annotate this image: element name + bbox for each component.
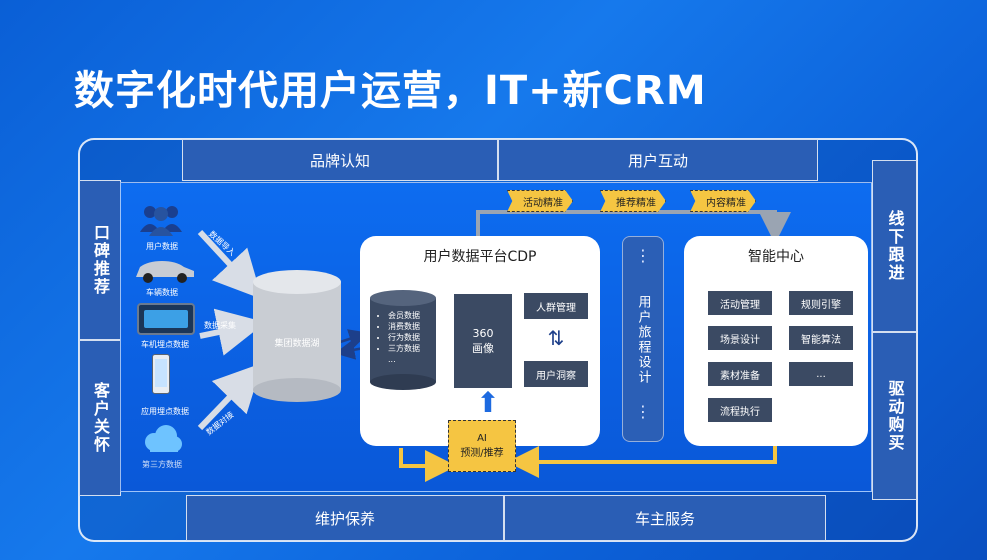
swap-arrows-icon: ⇅	[547, 326, 565, 350]
cdp-database-cylinder	[370, 290, 436, 390]
list-item: 消费数据	[388, 321, 438, 332]
journey-design-label: 用户旅程设计	[635, 295, 651, 385]
list-item: 会员数据	[388, 310, 438, 321]
source-app-data: 应用埋点数据	[141, 407, 189, 416]
ai-label: AI	[477, 433, 487, 444]
more-box: ...	[789, 362, 853, 386]
band-user-interaction: 用户互动	[498, 139, 818, 181]
car-icon	[132, 255, 198, 285]
users-icon	[138, 200, 184, 240]
process-execution-box: 流程执行	[708, 398, 772, 422]
tag-content-precision: 内容精准	[690, 190, 756, 212]
smart-center-title: 智能中心	[748, 249, 804, 265]
car-screen-icon	[137, 303, 195, 335]
activity-management-box: 活动管理	[708, 291, 772, 315]
band-drive-purchase: 驱动购买	[872, 332, 917, 500]
ai-predict-box: AI 预测/推荐	[448, 420, 516, 472]
journey-icon-top: ⋮	[635, 246, 651, 265]
band-owner-service: 车主服务	[504, 495, 826, 541]
source-vehicle-data: 车辆数据	[146, 288, 178, 297]
journey-design-pill	[622, 236, 664, 442]
up-arrow-icon: ⬆	[476, 386, 500, 419]
arrow-label-collect: 数据采集	[204, 321, 236, 330]
cdp-db-list: 会员数据 消费数据 行为数据 三方数据 ...	[368, 310, 438, 365]
portrait-360-box: 360 画像	[454, 294, 512, 388]
page-title: 数字化时代用户运营，IT+新CRM	[74, 68, 707, 114]
crowd-management-box: 人群管理	[524, 293, 588, 319]
band-brand-awareness: 品牌认知	[182, 139, 498, 181]
band-word-of-mouth: 口碑推荐	[79, 180, 121, 340]
user-insight-box: 用户洞察	[524, 361, 588, 387]
list-item: ...	[388, 355, 396, 364]
band-maintenance: 维护保养	[186, 495, 504, 541]
material-prep-box: 素材准备	[708, 362, 772, 386]
smart-algorithm-box: 智能算法	[789, 326, 853, 350]
band-offline-followup: 线下跟进	[872, 160, 917, 332]
tag-activity-precision: 活动精准	[507, 190, 573, 212]
scenario-design-box: 场景设计	[708, 326, 772, 350]
data-lake-label: 集团数据湖	[274, 339, 320, 349]
tag-recommend-precision: 推荐精准	[600, 190, 666, 212]
ai-sub-label: 预测/推荐	[460, 448, 504, 459]
list-item: 三方数据	[388, 343, 438, 354]
cloud-icon	[140, 424, 184, 454]
phone-icon	[152, 354, 170, 394]
data-lake-cylinder	[253, 270, 341, 402]
journey-icon-bottom: ⋮	[635, 402, 651, 421]
source-iov-data: 车机埋点数据	[141, 340, 189, 349]
list-item: 行为数据	[388, 332, 438, 343]
rule-engine-box: 规则引擎	[789, 291, 853, 315]
source-third-party: 第三方数据	[142, 460, 182, 469]
cdp-title: 用户数据平台CDP	[423, 249, 537, 265]
source-user-data: 用户数据	[146, 242, 178, 251]
